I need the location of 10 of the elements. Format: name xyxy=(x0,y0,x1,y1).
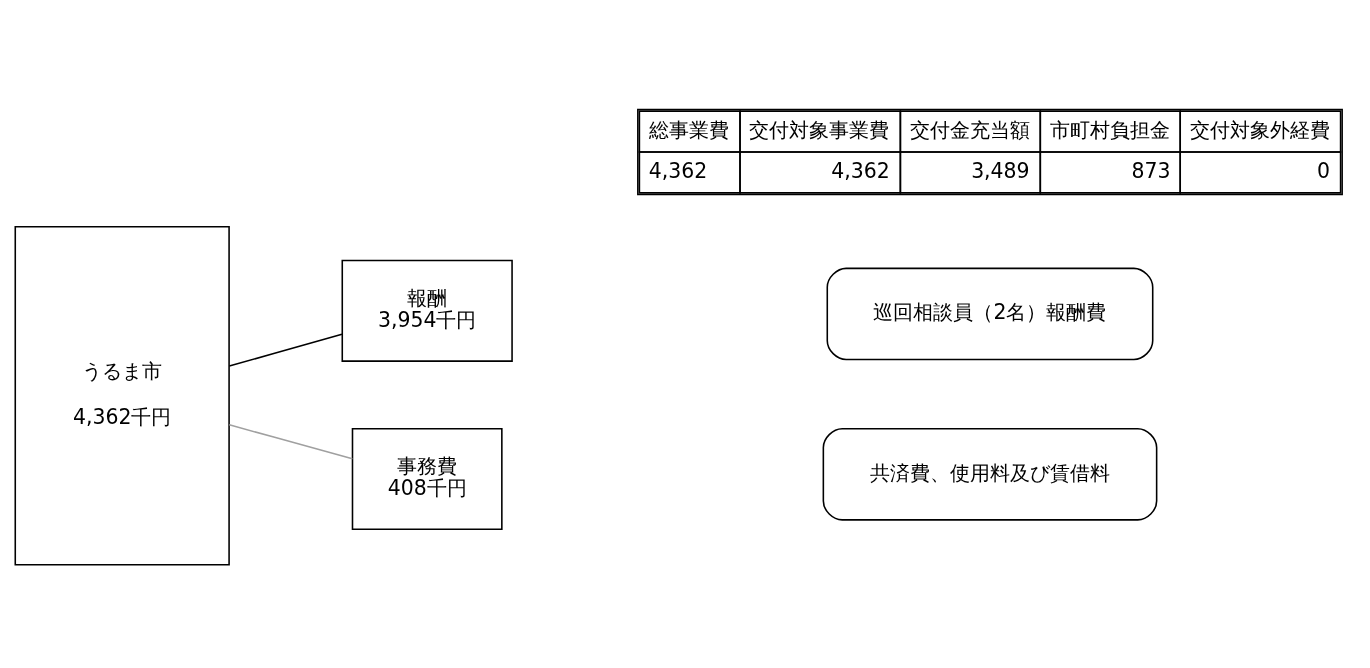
label: 交付金充当額 xyxy=(909,117,1030,142)
label: 4,362 xyxy=(648,158,708,183)
label: 総事業費 xyxy=(648,117,729,142)
label: 交付対象外経費 xyxy=(1189,117,1330,142)
label: 4,362 xyxy=(831,158,890,183)
label: 交付対象事業費 xyxy=(749,117,890,142)
label: 873 xyxy=(1131,158,1171,183)
label: 市町村負担金 xyxy=(1049,117,1170,142)
label: 3,489 xyxy=(971,158,1030,183)
label: 0 xyxy=(1317,158,1330,183)
